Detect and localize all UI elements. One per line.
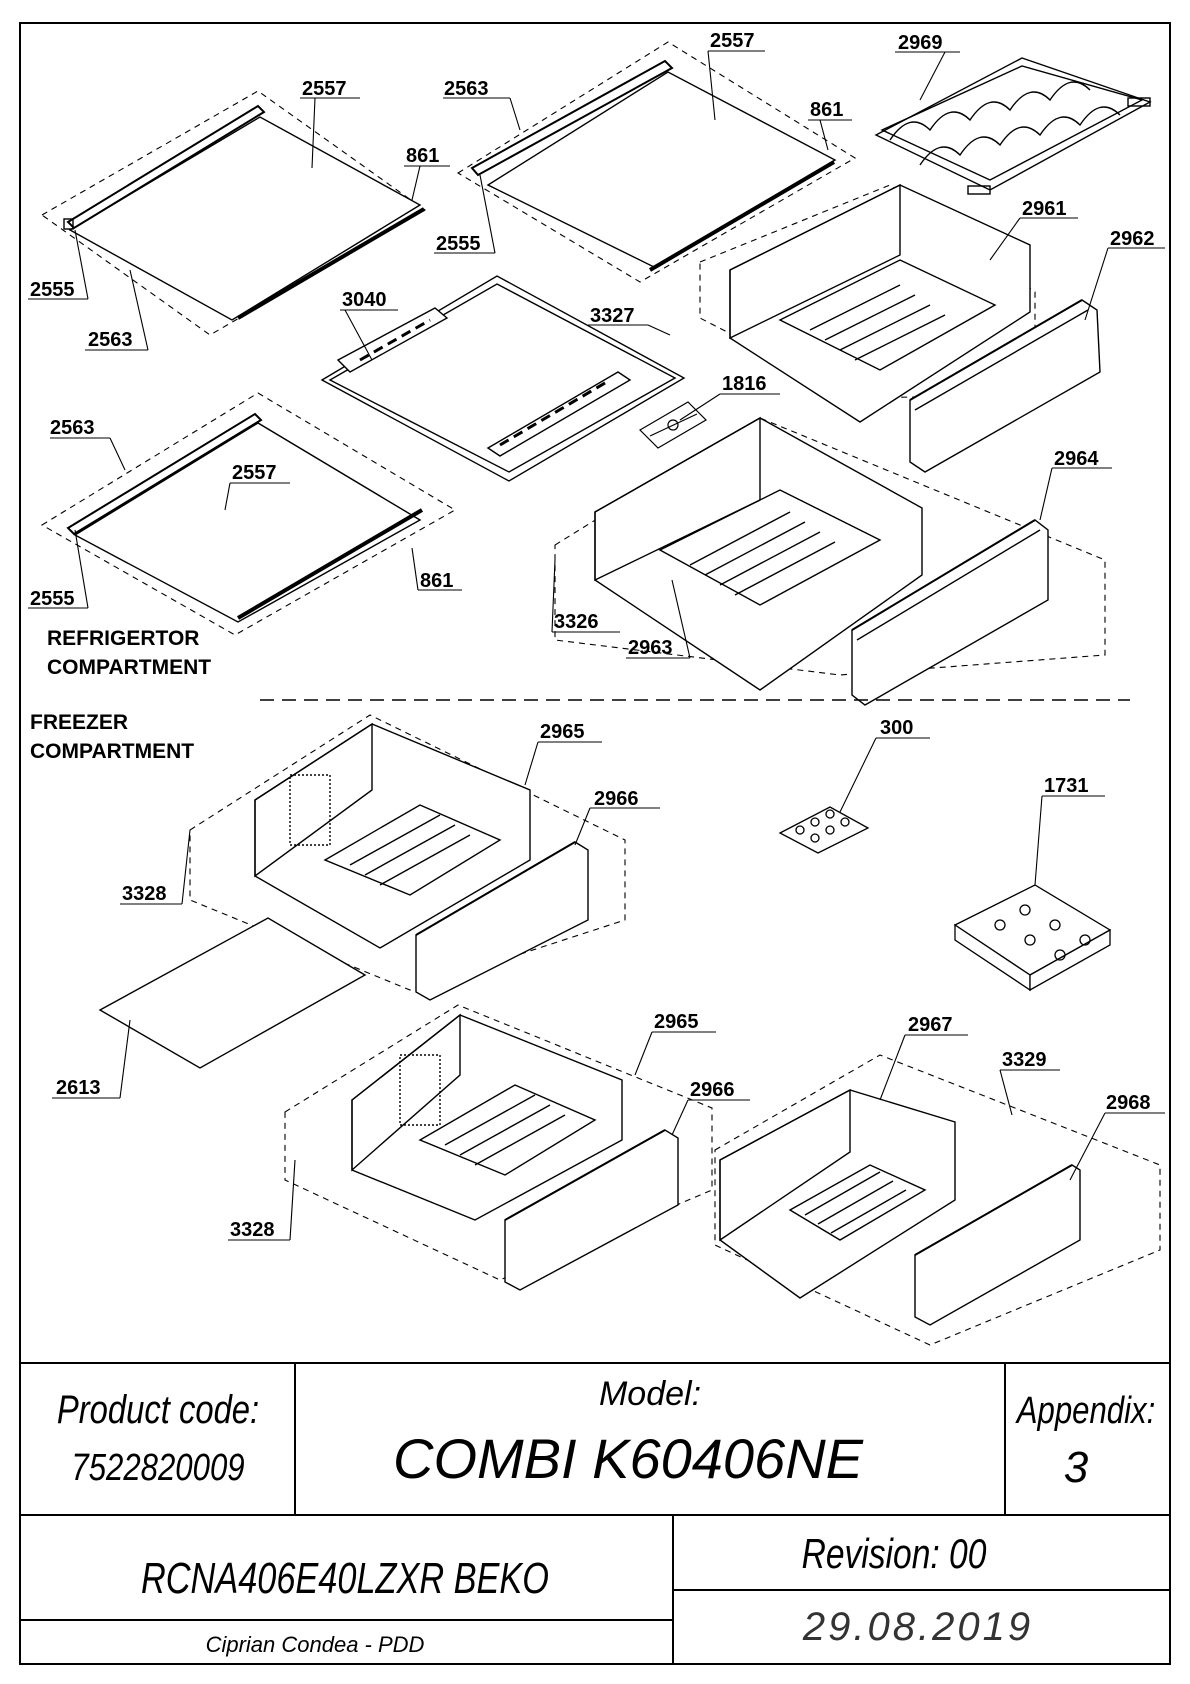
refrigerator-heading-line1: REFRIGERTOR (47, 627, 199, 650)
freezer-heading-line2: COMPARTMENT (30, 740, 194, 763)
product-code-label: Product code: (57, 1387, 259, 1432)
freezer-drawer-3 (714, 1054, 1161, 1346)
part-label: 2965 (654, 1011, 699, 1033)
part-label: 2563 (50, 417, 95, 439)
product-code-value: 7522820009 (71, 1447, 244, 1489)
revision: Revision: 00 (802, 1532, 987, 1578)
part-label: 2966 (690, 1079, 735, 1101)
model-value: COMBI K60406NE (393, 1427, 864, 1490)
part-label: 861 (810, 99, 843, 121)
part-label: 2555 (30, 588, 75, 610)
part-labels: 2557 861 2563 2555 2563 2563 2557 861 25… (30, 30, 1155, 1241)
part-label: 2613 (56, 1077, 101, 1099)
part-label: 2563 (444, 78, 489, 100)
part-label: 3328 (230, 1219, 275, 1241)
part-label: 2557 (232, 462, 277, 484)
title-block (20, 1362, 1170, 1664)
part-label: 3328 (122, 883, 167, 905)
part-label: 1816 (722, 373, 767, 395)
ice-tray (778, 806, 870, 854)
freezer-heading-line1: FREEZER (30, 711, 128, 734)
part-label: 2563 (88, 329, 133, 351)
refrigerator-heading-line2: COMPARTMENT (47, 656, 211, 679)
vegetable-cover (320, 275, 686, 482)
part-label: 2965 (540, 721, 585, 743)
wine-rack (874, 57, 1152, 195)
part-label: 2555 (436, 233, 481, 255)
part-label: 1731 (1044, 775, 1089, 797)
leader-lines (28, 50, 1165, 1241)
part-label: 2961 (1022, 198, 1067, 220)
part-label: 2963 (628, 637, 673, 659)
part-label: 300 (880, 717, 913, 739)
part-label: 2962 (1110, 228, 1155, 250)
drawing-frame (19, 22, 1171, 1665)
ice-tray-flat (953, 884, 1112, 992)
part-label: 2557 (710, 30, 755, 52)
crisper-drawer-upper (699, 183, 1101, 473)
part-label: 2555 (30, 279, 75, 301)
part-label: 2966 (594, 788, 639, 810)
freezer-glass-plate (98, 917, 367, 1069)
part-label: 3327 (590, 305, 635, 327)
product-name: RCNA406E40LZXR BEKO (141, 1554, 549, 1603)
glass-shelf-3 (40, 392, 457, 636)
part-label: 2967 (908, 1014, 953, 1036)
crisper-drawer-lower (554, 416, 1106, 706)
part-label: 2968 (1106, 1092, 1151, 1114)
part-label: 861 (406, 145, 439, 167)
author: Ciprian Condea - PDD (206, 1632, 425, 1657)
part-label: 2964 (1054, 448, 1099, 470)
appendix-value: 3 (1064, 1443, 1089, 1492)
appendix-label: Appendix: (1015, 1390, 1155, 1432)
freezer-drawer-1 (189, 714, 626, 1001)
date: 29.08.2019 (802, 1605, 1033, 1649)
part-label: 2557 (302, 78, 347, 100)
part-label: 2969 (898, 32, 943, 54)
glass-shelf-2 (456, 41, 857, 283)
part-label: 3326 (554, 611, 599, 633)
part-label: 3040 (342, 289, 387, 311)
freezer-drawer-2 (284, 1004, 713, 1291)
part-label: 3329 (1002, 1049, 1047, 1071)
part-label: 861 (420, 570, 453, 592)
glass-shelf-1 (40, 90, 427, 336)
model-label: Model: (599, 1375, 701, 1413)
